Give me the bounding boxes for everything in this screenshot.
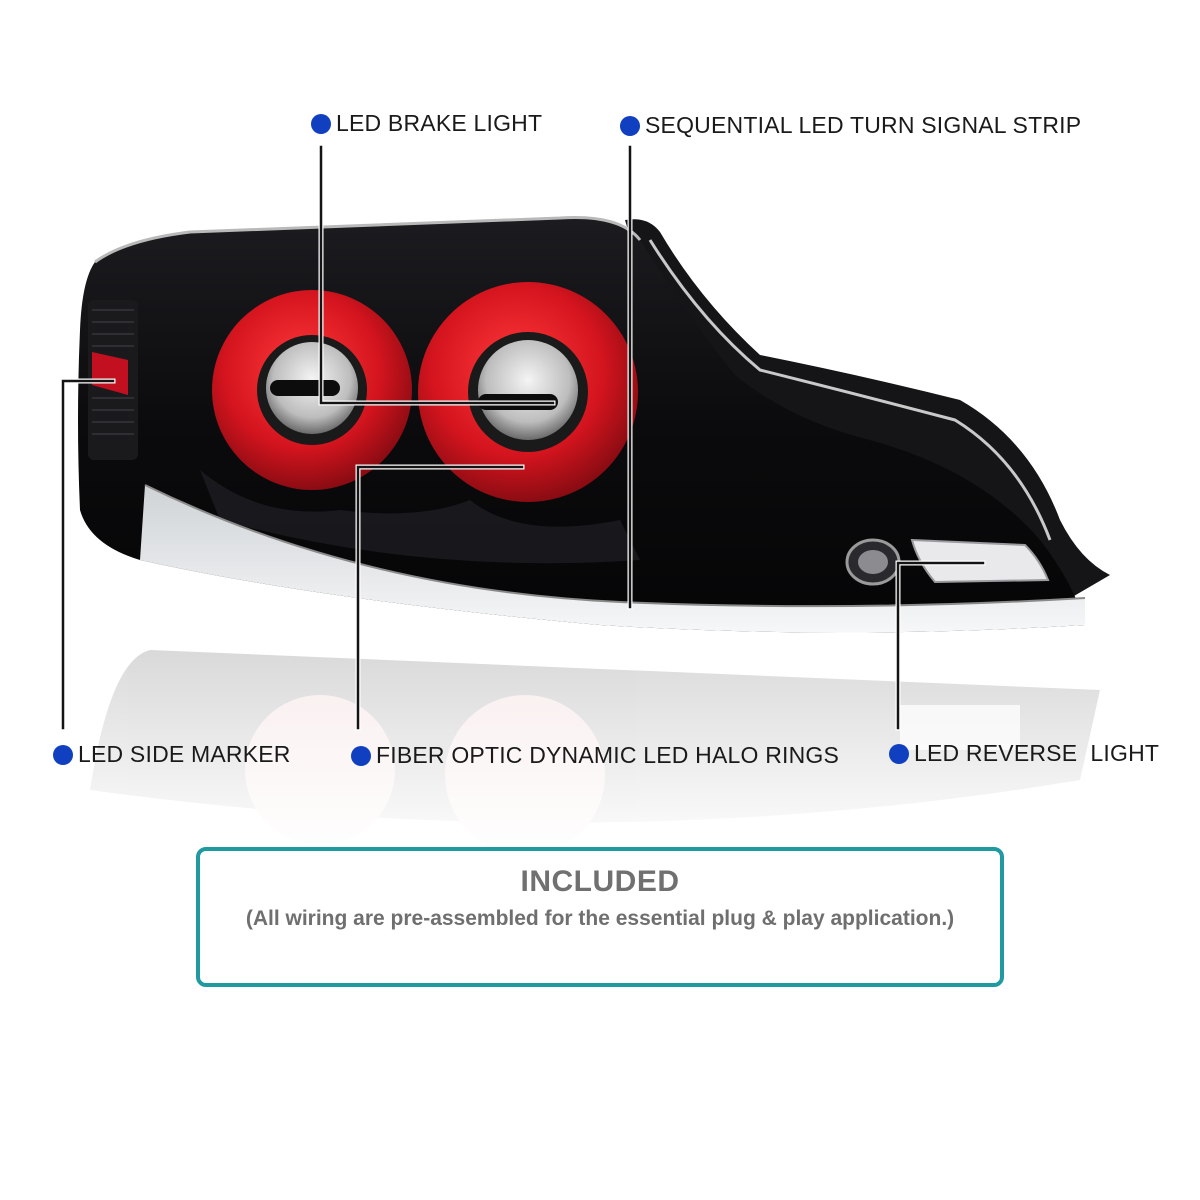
reflection-fade [0,640,1200,860]
bullet-dot-icon [311,113,331,134]
callout-brake-light: LED BRAKE LIGHT [311,110,542,137]
included-title: INCLUDED [520,865,680,898]
callout-side-marker-text: LED SIDE MARKER [78,741,291,767]
callout-reverse-light-text: LED REVERSE LIGHT [914,740,1160,766]
halo-ring-right [418,282,638,502]
turn-signal-strip [140,485,1085,633]
callout-halo-rings-text: FIBER OPTIC DYNAMIC LED HALO RINGS [376,742,840,768]
bullet-dot-icon [351,745,371,766]
included-box: INCLUDED (All wiring are pre-assembled f… [196,847,1004,987]
included-note: (All wiring are pre-assembled for the es… [245,907,955,930]
halo-ring-left [212,290,412,490]
callout-reverse-light: LED REVERSE LIGHT [889,740,1159,767]
callout-side-marker: LED SIDE MARKER [53,741,291,768]
bullet-dot-icon [889,743,909,764]
callout-halo-rings: FIBER OPTIC DYNAMIC LED HALO RINGS [351,742,839,769]
callout-turn-signal-text: SEQUENTIAL LED TURN SIGNAL STRIP [645,112,1082,138]
bullet-dot-icon [53,744,73,765]
callout-brake-light-text: LED BRAKE LIGHT [336,110,543,136]
callout-turn-signal: SEQUENTIAL LED TURN SIGNAL STRIP [620,112,1081,139]
callout-lines [60,144,986,731]
bullet-dot-icon [620,115,640,136]
